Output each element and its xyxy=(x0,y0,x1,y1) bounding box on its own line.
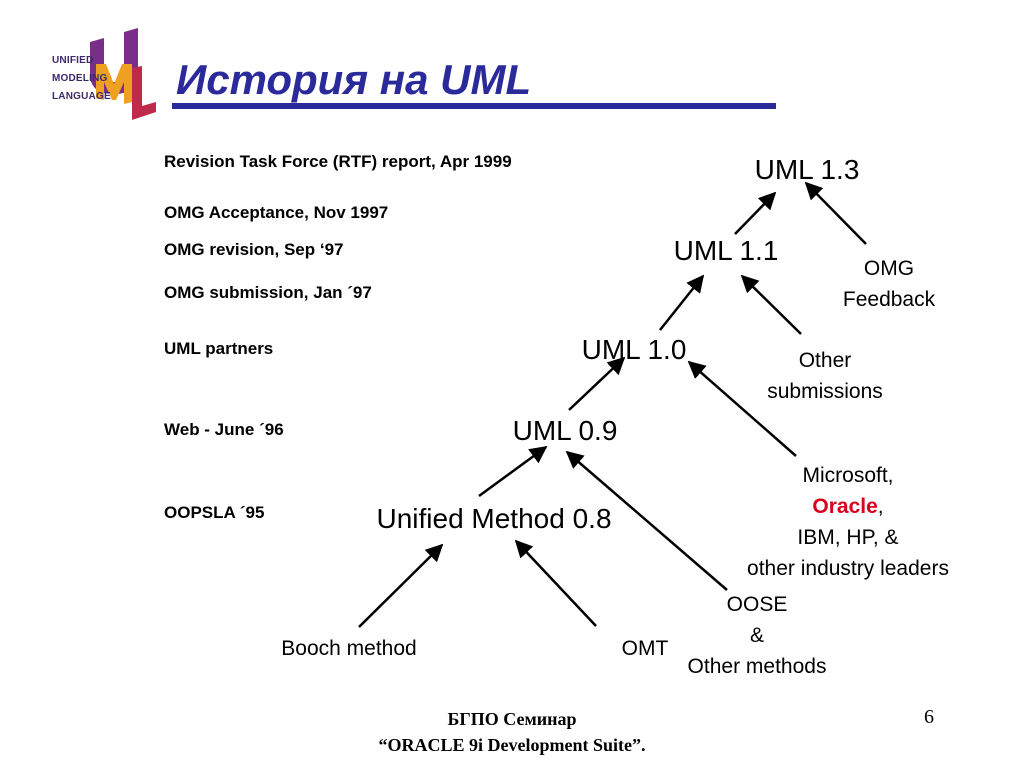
arrow-uml11-to-uml13 xyxy=(734,191,777,235)
timeline-omg-revision: OMG revision, Sep ‘97 xyxy=(164,240,344,259)
slide-title: История на UML xyxy=(176,56,532,103)
other-submissions-line-2: submissions xyxy=(767,380,883,403)
arrow-unified08-to-uml09 xyxy=(478,445,548,498)
arrow-feedback-to-uml13 xyxy=(804,181,867,245)
industry-line-1: Microsoft, xyxy=(802,464,894,487)
oose-line-1: OOSE xyxy=(726,593,788,616)
logo-word-modeling: MODELING xyxy=(52,73,108,84)
page-number: 6 xyxy=(924,706,934,728)
logo-word-language: LANGUAGE xyxy=(52,91,111,102)
node-uml-1-1: UML 1.1 xyxy=(673,235,779,266)
node-unified-method-0-8: Unified Method 0.8 xyxy=(376,503,612,534)
footer-line-1: БГПО Семинар xyxy=(447,709,577,729)
industry-line-4: other industry leaders xyxy=(747,557,949,580)
arrow-industry-to-uml10 xyxy=(687,360,797,457)
timeline-web: Web - June ´96 xyxy=(164,420,284,439)
arrow-uml09-to-uml10 xyxy=(568,356,626,411)
omg-feedback-line-2: Feedback xyxy=(842,288,936,311)
oose-line-3: Other methods xyxy=(687,655,827,678)
industry-line-3: IBM, HP, & xyxy=(797,526,899,549)
oracle-highlight: Oracle xyxy=(812,495,878,518)
timeline-omg-acceptance: OMG Acceptance, Nov 1997 xyxy=(164,203,389,222)
node-omg-feedback: OMG Feedback xyxy=(843,253,935,315)
node-other-submissions: Other submissions xyxy=(767,345,883,407)
oose-line-2: & xyxy=(749,624,764,647)
title-underline xyxy=(172,103,776,109)
timeline-uml-partners: UML partners xyxy=(164,339,274,358)
node-uml-1-3: UML 1.3 xyxy=(754,154,860,185)
arrow-uml10-to-uml11 xyxy=(659,274,705,331)
timeline-rtf: Revision Task Force (RTF) report, Apr 19… xyxy=(164,152,512,171)
timeline-omg-submission: OMG submission, Jan ´97 xyxy=(164,283,372,302)
industry-line-2: Oracle, xyxy=(747,491,949,522)
arrow-other-submissions-to-uml11 xyxy=(740,274,802,335)
footer: БГПО Семинар “ORACLE 9i Development Suit… xyxy=(379,706,646,758)
node-booch-method: Booch method xyxy=(281,637,417,660)
node-oose-other-methods: OOSE & Other methods xyxy=(688,589,827,682)
arrow-booch-to-unified08 xyxy=(358,543,444,628)
uml-logo: UNIFIED MODELING LANGUAGE xyxy=(44,28,160,122)
node-uml-0-9: UML 0.9 xyxy=(512,415,618,446)
node-industry-leaders: Microsoft, Oracle, IBM, HP, & other indu… xyxy=(747,460,949,584)
omg-feedback-line-1: OMG xyxy=(863,257,915,280)
node-omt: OMT xyxy=(621,637,669,660)
other-submissions-line-1: Other xyxy=(798,349,852,372)
arrow-oose-to-uml09 xyxy=(565,450,728,591)
logo-word-unified: UNIFIED xyxy=(52,55,94,66)
industry-comma: , xyxy=(877,495,884,518)
arrow-omt-to-unified08 xyxy=(514,539,597,627)
uml-logo-icon xyxy=(90,28,156,120)
timeline-oopsla: OOPSLA ´95 xyxy=(164,503,265,522)
node-uml-1-0: UML 1.0 xyxy=(581,334,687,365)
footer-line-2: “ORACLE 9i Development Suite”. xyxy=(378,735,646,755)
